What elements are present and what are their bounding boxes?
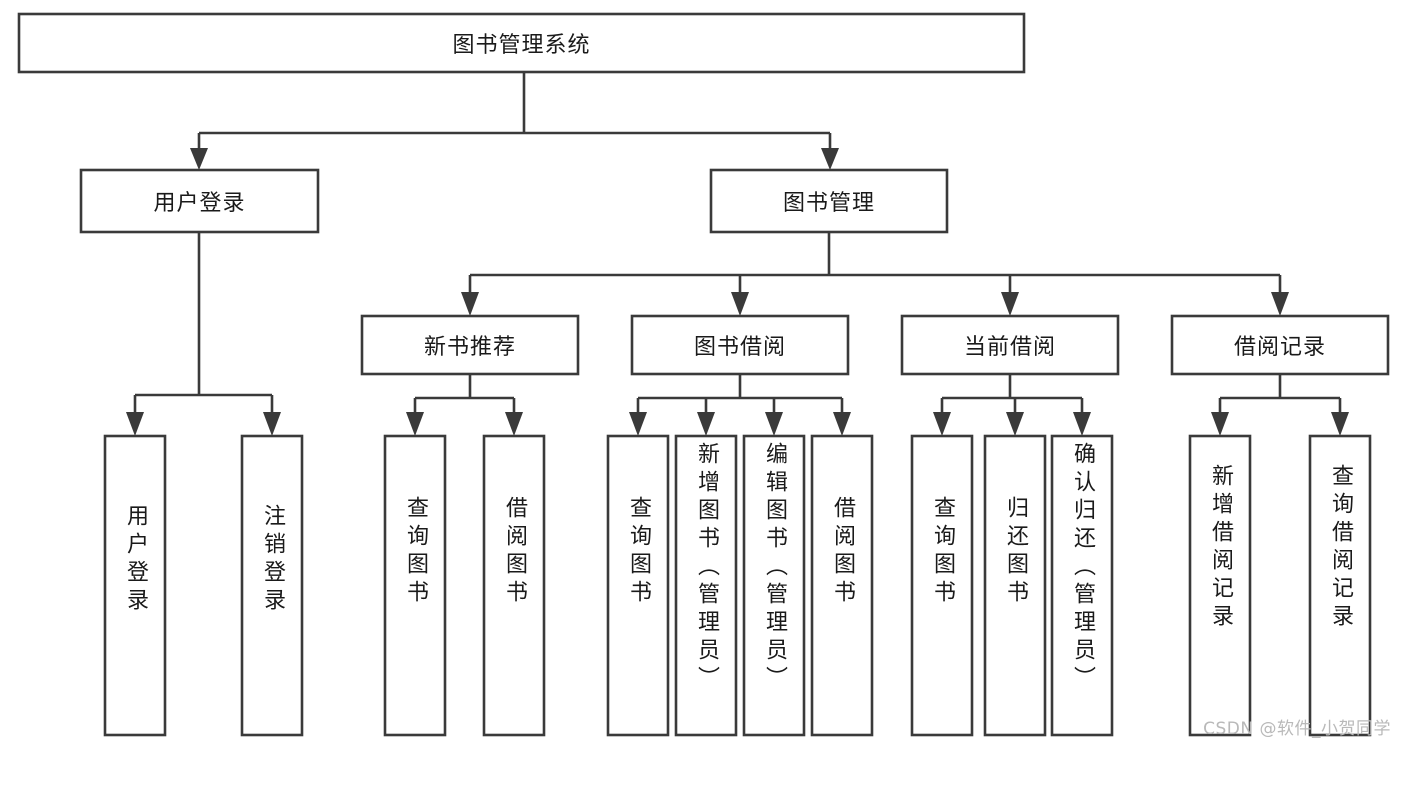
leaf-box-confirm-return-admin[interactable] — [1050, 434, 1114, 737]
node-box-borrow-record[interactable] — [1170, 314, 1390, 376]
arrow-head-leaf-add-book-admin — [697, 412, 715, 436]
leaf-box-user-login[interactable] — [103, 434, 167, 737]
connector-borrowrecord-to-leaves — [1211, 374, 1349, 436]
connector-userlogin-to-leaves — [126, 232, 281, 436]
leaf-box-user-logout[interactable] — [240, 434, 304, 737]
connector-newbook-to-leaves — [406, 374, 523, 436]
arrow-head-borrow-record — [1271, 292, 1289, 316]
arrow-head-leaf-borrow-book — [833, 412, 851, 436]
node-box-user-login[interactable] — [79, 168, 320, 234]
arrow-head-leaf-query-borrow-record — [1331, 412, 1349, 436]
leaf-box-borrow-book[interactable] — [810, 434, 874, 737]
leaf-box-query-book-borrow[interactable] — [606, 434, 670, 737]
hierarchy-diagram: 图书管理系统 用户登录 图书管理 新书推荐 图书借阅 当前借阅 借阅记录 用户登… — [17, 12, 1391, 739]
connector-bookborrow-to-leaves — [629, 374, 851, 436]
arrow-head-current-borrow — [1001, 292, 1019, 316]
node-box-new-book-recommend[interactable] — [360, 314, 580, 376]
leaf-box-borrow-book-rec[interactable] — [482, 434, 546, 737]
arrow-head-book-borrow — [731, 292, 749, 316]
arrow-head-leaf-return-book — [1006, 412, 1024, 436]
leaf-box-query-book-rec[interactable] — [383, 434, 447, 737]
leaf-box-query-book-current[interactable] — [910, 434, 974, 737]
node-box-root[interactable] — [17, 12, 1026, 74]
arrow-head-leaf-user-logout — [263, 412, 281, 436]
leaf-box-query-borrow-record[interactable] — [1308, 434, 1372, 737]
node-box-current-borrow[interactable] — [900, 314, 1120, 376]
arrow-head-leaf-query-book-current — [933, 412, 951, 436]
arrow-head-book-manage — [821, 148, 839, 170]
leaf-box-add-borrow-record[interactable] — [1188, 434, 1252, 737]
arrow-head-leaf-confirm-return-admin — [1073, 412, 1091, 436]
arrow-head-leaf-add-borrow-record — [1211, 412, 1229, 436]
diagram-canvas — [17, 12, 1390, 737]
leaf-box-edit-book-admin[interactable] — [742, 434, 806, 737]
connector-bookmanage-to-level3 — [461, 232, 1289, 316]
arrow-head-leaf-borrow-book-rec — [505, 412, 523, 436]
arrow-head-leaf-edit-book-admin — [765, 412, 783, 436]
connector-currentborrow-to-leaves — [933, 374, 1091, 436]
arrow-head-leaf-query-book-rec — [406, 412, 424, 436]
node-box-book-manage[interactable] — [709, 168, 949, 234]
arrow-head-leaf-user-login — [126, 412, 144, 436]
arrow-head-new-book-recommend — [461, 292, 479, 316]
node-box-book-borrow[interactable] — [630, 314, 850, 376]
connector-root-to-level2 — [190, 72, 839, 170]
arrow-head-user-login — [190, 148, 208, 170]
leaf-box-return-book[interactable] — [983, 434, 1047, 737]
leaf-box-add-book-admin[interactable] — [674, 434, 738, 737]
arrow-head-leaf-query-book-borrow — [629, 412, 647, 436]
